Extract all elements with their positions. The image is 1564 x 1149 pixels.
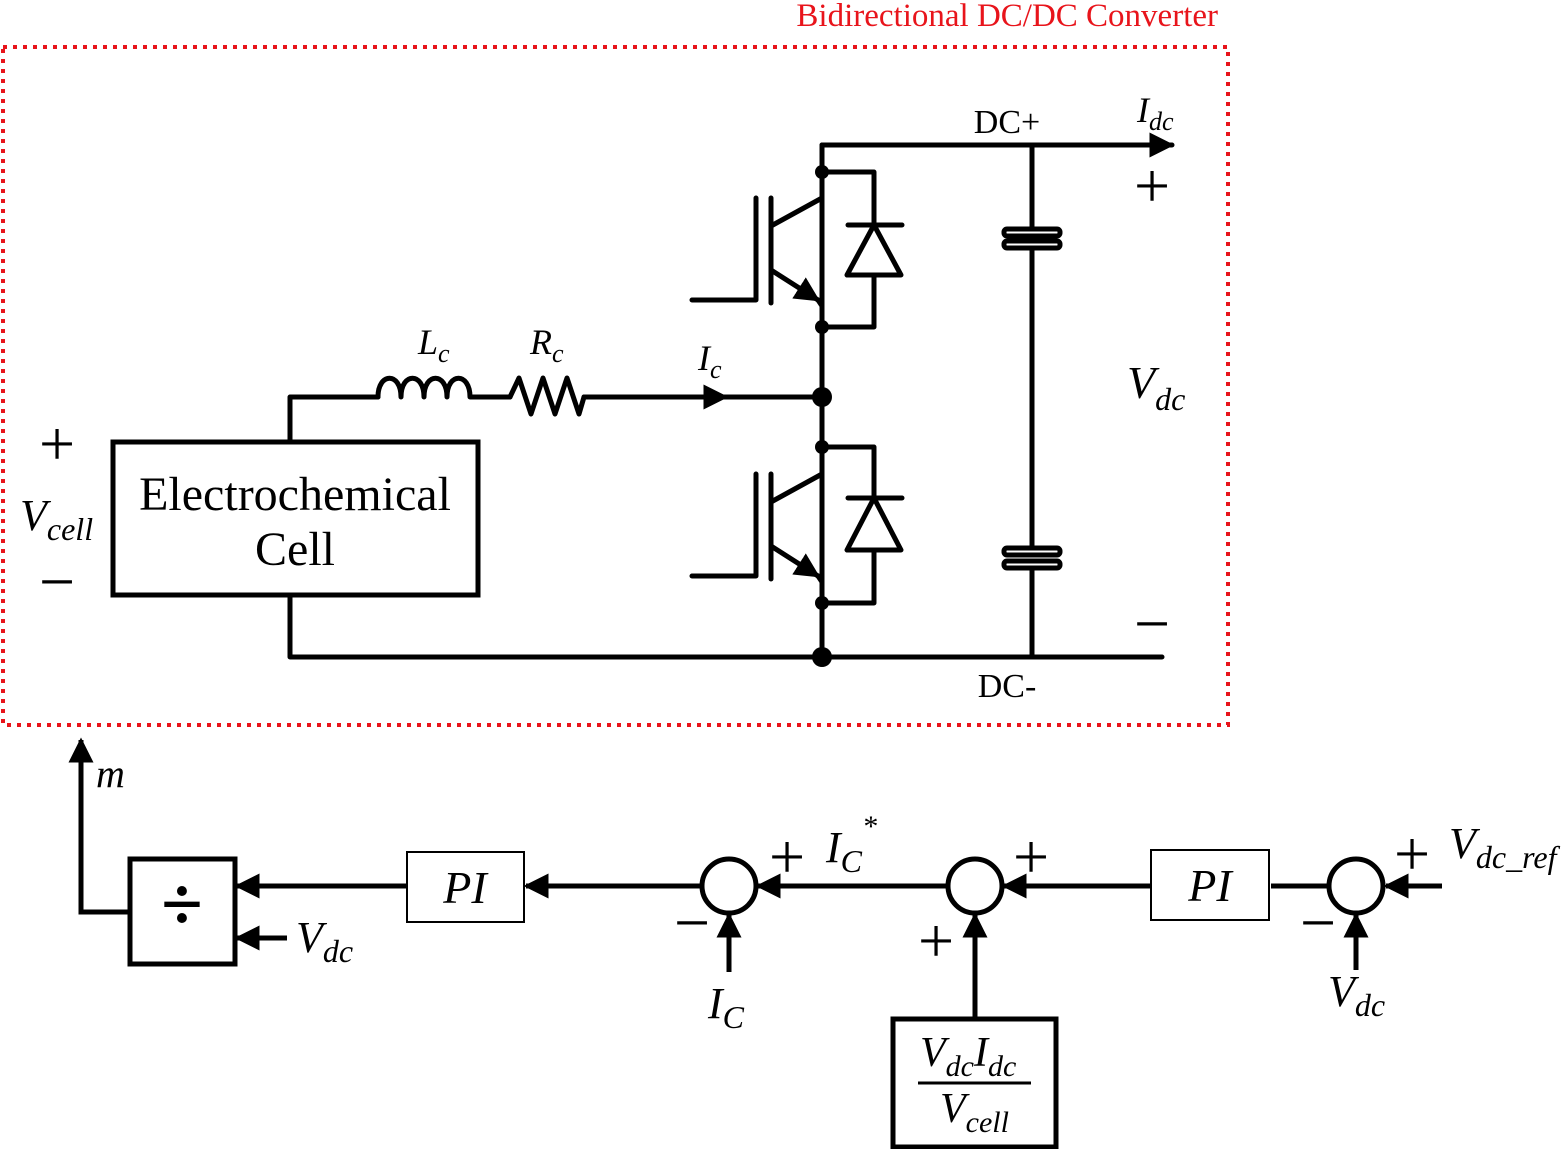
cell-label-line1: Electrochemical bbox=[139, 468, 451, 521]
pi-voltage-block bbox=[1150, 849, 1270, 921]
cell-label-line2: Cell bbox=[255, 523, 335, 576]
pi-current-label: PI bbox=[442, 862, 489, 913]
vdc-feedback-label: Vdc bbox=[1328, 967, 1385, 1023]
junction-dot bbox=[815, 320, 829, 334]
reference-sum-plus-top: + bbox=[1013, 821, 1049, 892]
idc-label: Idc bbox=[1136, 90, 1174, 136]
junction-dot bbox=[815, 596, 829, 610]
lower-igbt bbox=[689, 444, 825, 606]
m-label: m bbox=[96, 751, 125, 796]
upper-igbt bbox=[689, 169, 825, 330]
vcell-minus: − bbox=[39, 546, 75, 617]
upper-diode bbox=[819, 169, 905, 330]
reference-summing-junction bbox=[945, 856, 1005, 916]
vcell-label: Vcell bbox=[20, 491, 93, 547]
inductor-lc bbox=[375, 375, 481, 400]
converter-boundary bbox=[1, 45, 1230, 727]
vdc-ref-label: Vdc_ref bbox=[1449, 819, 1561, 875]
reference-sum-plus-bottom: + bbox=[918, 905, 954, 976]
divide-symbol: ÷ bbox=[161, 863, 203, 947]
vdc-divide-label: Vdc bbox=[296, 913, 353, 969]
voltage-sum-minus: − bbox=[1300, 887, 1336, 958]
divide-block bbox=[127, 856, 238, 967]
dc-link-capacitors bbox=[1001, 142, 1063, 660]
dc-plus-label: DC+ bbox=[974, 104, 1040, 141]
ic-ref-label: IC* bbox=[825, 810, 877, 879]
resistor-label: Rc bbox=[529, 322, 564, 368]
voltage-summing-junction bbox=[1326, 856, 1386, 916]
vdc-minus: − bbox=[1134, 588, 1170, 659]
ic-label: Ic bbox=[697, 338, 722, 384]
lower-diode bbox=[819, 444, 905, 606]
resistor-rc bbox=[507, 375, 587, 417]
current-sum-minus: − bbox=[674, 887, 710, 958]
pi-voltage-label: PI bbox=[1187, 860, 1234, 911]
vdc-plus: + bbox=[1134, 150, 1170, 221]
current-summing-junction bbox=[699, 856, 759, 916]
vdc-label: Vdc bbox=[1127, 357, 1185, 417]
voltage-sum-plus: + bbox=[1394, 818, 1430, 889]
cell-positive-wire bbox=[287, 394, 381, 445]
feedforward-numerator: VdcIdc bbox=[920, 1030, 1016, 1083]
pi-current-block bbox=[406, 851, 525, 923]
ic-feedback-label: IC bbox=[707, 979, 745, 1035]
m-signal-line bbox=[68, 737, 130, 915]
inductor-label: Lc bbox=[417, 322, 450, 368]
electrochemical-cell-block bbox=[110, 439, 481, 598]
current-sum-plus: + bbox=[769, 821, 805, 892]
junction-dot bbox=[812, 387, 832, 407]
feedforward-denominator: Vcell bbox=[940, 1086, 1009, 1139]
junction-dot bbox=[815, 440, 829, 454]
junction-dot bbox=[812, 647, 832, 667]
junction-dot bbox=[815, 165, 829, 179]
converter-title: Bidirectional DC/DC Converter bbox=[796, 0, 1218, 34]
dc-minus-label: DC- bbox=[978, 668, 1037, 705]
cell-negative-wire bbox=[287, 592, 1165, 660]
vcell-plus: + bbox=[39, 408, 75, 479]
